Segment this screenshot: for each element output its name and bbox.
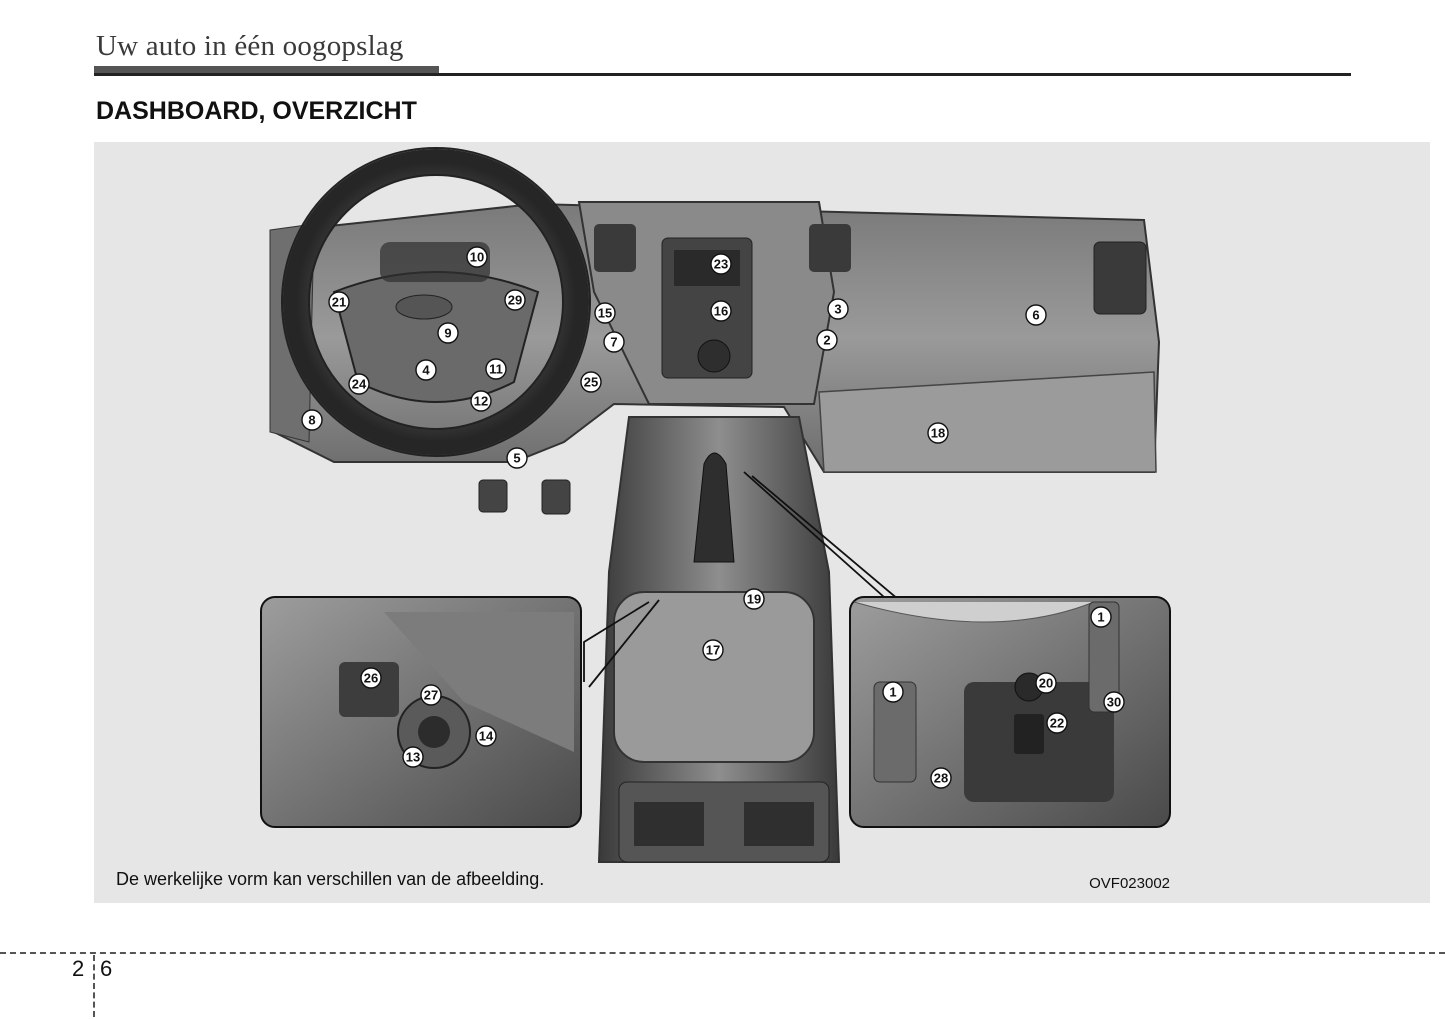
svg-text:8: 8 xyxy=(308,413,315,428)
footer-page-separator xyxy=(93,955,95,1017)
callout-23: 23 xyxy=(710,253,732,275)
callout-14: 14 xyxy=(475,725,497,747)
callout-26: 26 xyxy=(360,667,382,689)
callout-1-right: 1 xyxy=(1090,606,1112,628)
passenger-vent xyxy=(1093,241,1147,315)
svg-text:5: 5 xyxy=(513,451,520,466)
figure-caption: De werkelijke vorm kan verschillen van d… xyxy=(116,869,545,889)
svg-text:20: 20 xyxy=(1039,676,1053,691)
svg-text:21: 21 xyxy=(332,295,346,310)
callout-2: 2 xyxy=(816,329,838,351)
accelerator-pedal xyxy=(541,479,571,515)
center-vent-left xyxy=(594,224,636,272)
callout-12: 12 xyxy=(470,390,492,412)
callout-20: 20 xyxy=(1035,672,1057,694)
center-vent-right xyxy=(809,224,851,272)
header-rule xyxy=(94,73,1351,76)
callout-29: 29 xyxy=(504,289,526,311)
callout-15: 15 xyxy=(594,302,616,324)
svg-text:29: 29 xyxy=(508,293,522,308)
chapter-number: 2 xyxy=(72,956,85,981)
svg-text:27: 27 xyxy=(424,688,438,703)
steering-wheel xyxy=(283,149,589,455)
chapter-title: Uw auto in één oogopslag xyxy=(96,30,404,62)
callout-1-left: 1 xyxy=(882,681,904,703)
steering-logo xyxy=(395,294,453,320)
svg-text:22: 22 xyxy=(1050,716,1064,731)
callout-30: 30 xyxy=(1103,691,1125,713)
svg-text:13: 13 xyxy=(406,750,420,765)
svg-text:18: 18 xyxy=(931,426,945,441)
svg-text:1: 1 xyxy=(1097,610,1104,625)
svg-text:17: 17 xyxy=(706,643,720,658)
dashboard-drawing: 1 1 2 3 4 5 6 7 8 9 10 11 12 13 14 15 16… xyxy=(260,147,1171,863)
svg-text:30: 30 xyxy=(1107,695,1121,710)
header-rule-accent xyxy=(94,66,439,76)
callout-3: 3 xyxy=(827,298,849,320)
callout-19: 19 xyxy=(743,588,765,610)
callout-6: 6 xyxy=(1025,304,1047,326)
callout-16: 16 xyxy=(710,300,732,322)
section-title: DASHBOARD, OVERZICHT xyxy=(96,97,417,125)
callout-7: 7 xyxy=(603,331,625,353)
callout-8: 8 xyxy=(301,409,323,431)
callout-5: 5 xyxy=(506,447,528,469)
brake-pedal xyxy=(478,479,508,513)
callout-18: 18 xyxy=(927,422,949,444)
svg-text:23: 23 xyxy=(714,257,728,272)
callout-21: 21 xyxy=(328,291,350,313)
svg-text:2: 2 xyxy=(823,333,830,348)
callout-24: 24 xyxy=(348,373,370,395)
callout-9: 9 xyxy=(437,322,459,344)
svg-text:10: 10 xyxy=(470,250,484,265)
svg-text:15: 15 xyxy=(598,306,612,321)
callout-28: 28 xyxy=(930,767,952,789)
svg-text:7: 7 xyxy=(610,335,617,350)
callout-4: 4 xyxy=(415,359,437,381)
svg-text:6: 6 xyxy=(1032,308,1039,323)
svg-text:4: 4 xyxy=(422,363,430,378)
callout-27: 27 xyxy=(420,684,442,706)
svg-text:19: 19 xyxy=(747,592,761,607)
svg-text:28: 28 xyxy=(934,771,948,786)
svg-text:12: 12 xyxy=(474,394,488,409)
svg-text:24: 24 xyxy=(352,377,367,392)
svg-text:1: 1 xyxy=(889,685,896,700)
gear-shifter xyxy=(693,452,735,563)
callout-22: 22 xyxy=(1046,712,1068,734)
callout-10: 10 xyxy=(466,246,488,268)
figure-code: OVF023002 xyxy=(1089,875,1170,892)
svg-text:16: 16 xyxy=(714,304,728,319)
callout-25: 25 xyxy=(580,371,602,393)
callout-11: 11 xyxy=(485,358,507,380)
svg-text:3: 3 xyxy=(834,302,841,317)
callout-17: 17 xyxy=(702,639,724,661)
armrest xyxy=(613,591,815,763)
dashboard-illustration: 1 1 2 3 4 5 6 7 8 9 10 11 12 13 14 15 16… xyxy=(94,142,1430,903)
callout-13: 13 xyxy=(402,746,424,768)
svg-text:14: 14 xyxy=(479,729,494,744)
svg-text:9: 9 xyxy=(444,326,451,341)
footer-divider xyxy=(0,952,1445,954)
glovebox xyxy=(818,371,1157,473)
page-number: 6 xyxy=(100,956,113,981)
svg-text:11: 11 xyxy=(489,362,503,377)
svg-text:26: 26 xyxy=(364,671,378,686)
svg-text:25: 25 xyxy=(584,375,598,390)
